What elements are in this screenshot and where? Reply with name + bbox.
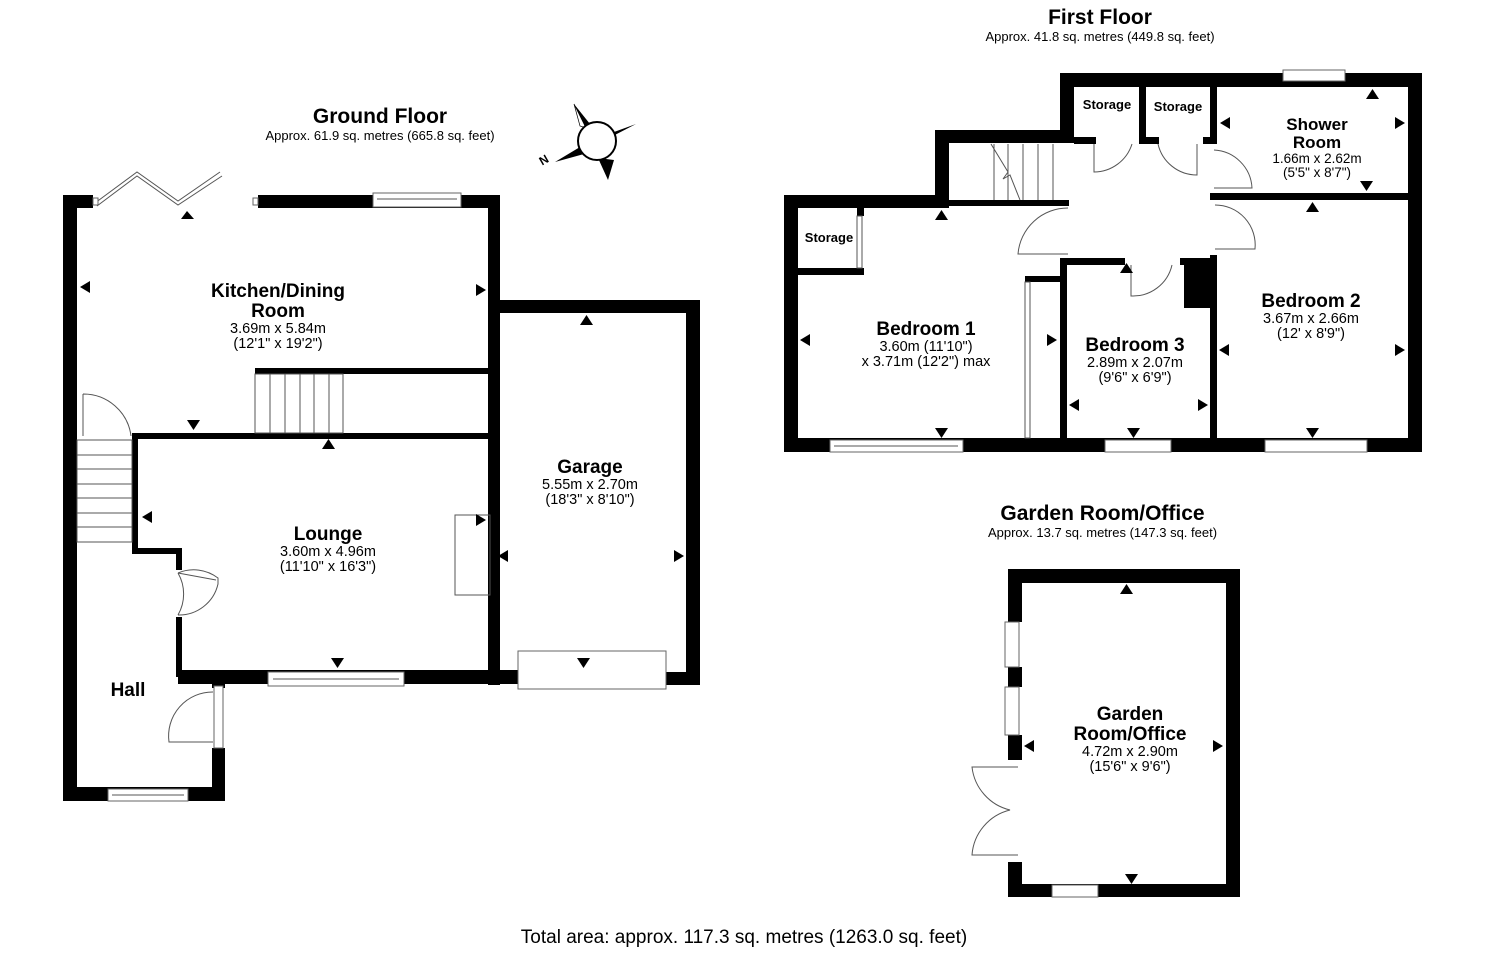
room-label-bedroom-1: Bedroom 1 3.60m (11'10") x 3.71m (12'2")… [826,320,1026,370]
room-label-bedroom-2: Bedroom 2 3.67m x 2.66m (12' x 8'9") [1236,292,1386,342]
staircase-first [990,143,1054,201]
ground-floor-area: Approx. 61.9 sq. metres (665.8 sq. feet) [265,128,495,144]
room-dimensions-imperial: (12'1" x 19'2") [233,336,323,353]
ground-floor-heading: Ground Floor Approx. 61.9 sq. metres (66… [230,105,530,144]
room-dimensions-metric: 4.72m x 2.90m [1082,743,1178,760]
ground-floor-title: Ground Floor [312,105,448,128]
room-name: Room/Office [1073,723,1187,745]
room-label-shower-room: Shower Room 1.66m x 2.62m (5'5" x 8'7") [1252,116,1382,180]
room-dimensions-metric: 3.67m x 2.66m [1263,310,1359,327]
staircase-hall [76,439,133,543]
room-name: Garden [1096,704,1164,725]
room-name: Kitchen/Dining [210,281,346,302]
room-name: Bedroom 2 [1261,291,1361,312]
room-label-garden-room: Garden Room/Office 4.72m x 2.90m (15'6" … [1040,705,1220,775]
room-label-lounge: Lounge 3.60m x 4.96m (11'10" x 16'3") [228,525,428,575]
room-name: Garage [557,457,623,478]
room-label-storage-a: Storage [1082,97,1132,112]
total-area: Total area: approx. 117.3 sq. metres (12… [520,927,968,948]
room-dimensions-metric: 2.89m x 2.07m [1087,354,1183,371]
room-dimensions-metric: 5.55m x 2.70m [542,476,638,493]
room-dimensions-imperial: (15'6" x 9'6") [1089,759,1171,776]
garden-room-title: Garden Room/Office [1000,502,1205,525]
room-dimensions-imperial: (11'10" x 16'3") [279,559,377,576]
room-dimensions-imperial: (18'3" x 8'10") [545,492,635,509]
garden-room-plan [971,569,1240,898]
room-dimensions-metric: 3.69m x 5.84m [230,320,326,337]
room-name: Room [1292,132,1342,152]
ground-floor-plan [63,171,700,802]
room-label-storage-c: Storage [804,230,854,245]
room-dimensions-metric: 1.66m x 2.62m [1272,150,1362,166]
room-name: Shower [1286,115,1348,134]
room-dimensions-imperial: (5'5" x 8'7") [1282,164,1351,180]
compass-north-icon [555,103,636,180]
room-label-garage: Garage 5.55m x 2.70m (18'3" x 8'10") [500,458,680,508]
room-dimensions-imperial: (12' x 8'9") [1277,326,1345,343]
first-floor-title: First Floor [1048,6,1152,29]
first-floor-plan [784,69,1422,453]
garden-room-area: Approx. 13.7 sq. metres (147.3 sq. feet) [987,525,1218,541]
room-label-hall: Hall [88,681,168,701]
room-name: Bedroom 3 [1085,335,1185,356]
room-name: Hall [110,680,146,701]
staircase-ground [254,373,344,434]
first-floor-heading: First Floor Approx. 41.8 sq. metres (449… [945,6,1255,45]
room-dimensions-imperial: (9'6" x 6'9") [1098,370,1172,387]
room-label-storage-b: Storage [1153,99,1203,114]
room-dimensions-metric: 3.60m (11'10") [879,338,973,355]
first-floor-area: Approx. 41.8 sq. metres (449.8 sq. feet) [985,29,1215,45]
room-name: Bedroom 1 [876,319,976,340]
room-dimensions-imperial: x 3.71m (12'2") max [861,354,991,371]
room-label-bedroom-3: Bedroom 3 2.89m x 2.07m (9'6" x 6'9") [1065,336,1205,386]
room-dimensions-metric: 3.60m x 4.96m [280,543,376,560]
room-name: Lounge [293,524,363,545]
room-label-kitchen: Kitchen/Dining Room 3.69m x 5.84m (12'1"… [178,282,378,352]
garden-room-heading: Garden Room/Office Approx. 13.7 sq. metr… [955,502,1250,541]
room-name: Room [251,300,305,322]
